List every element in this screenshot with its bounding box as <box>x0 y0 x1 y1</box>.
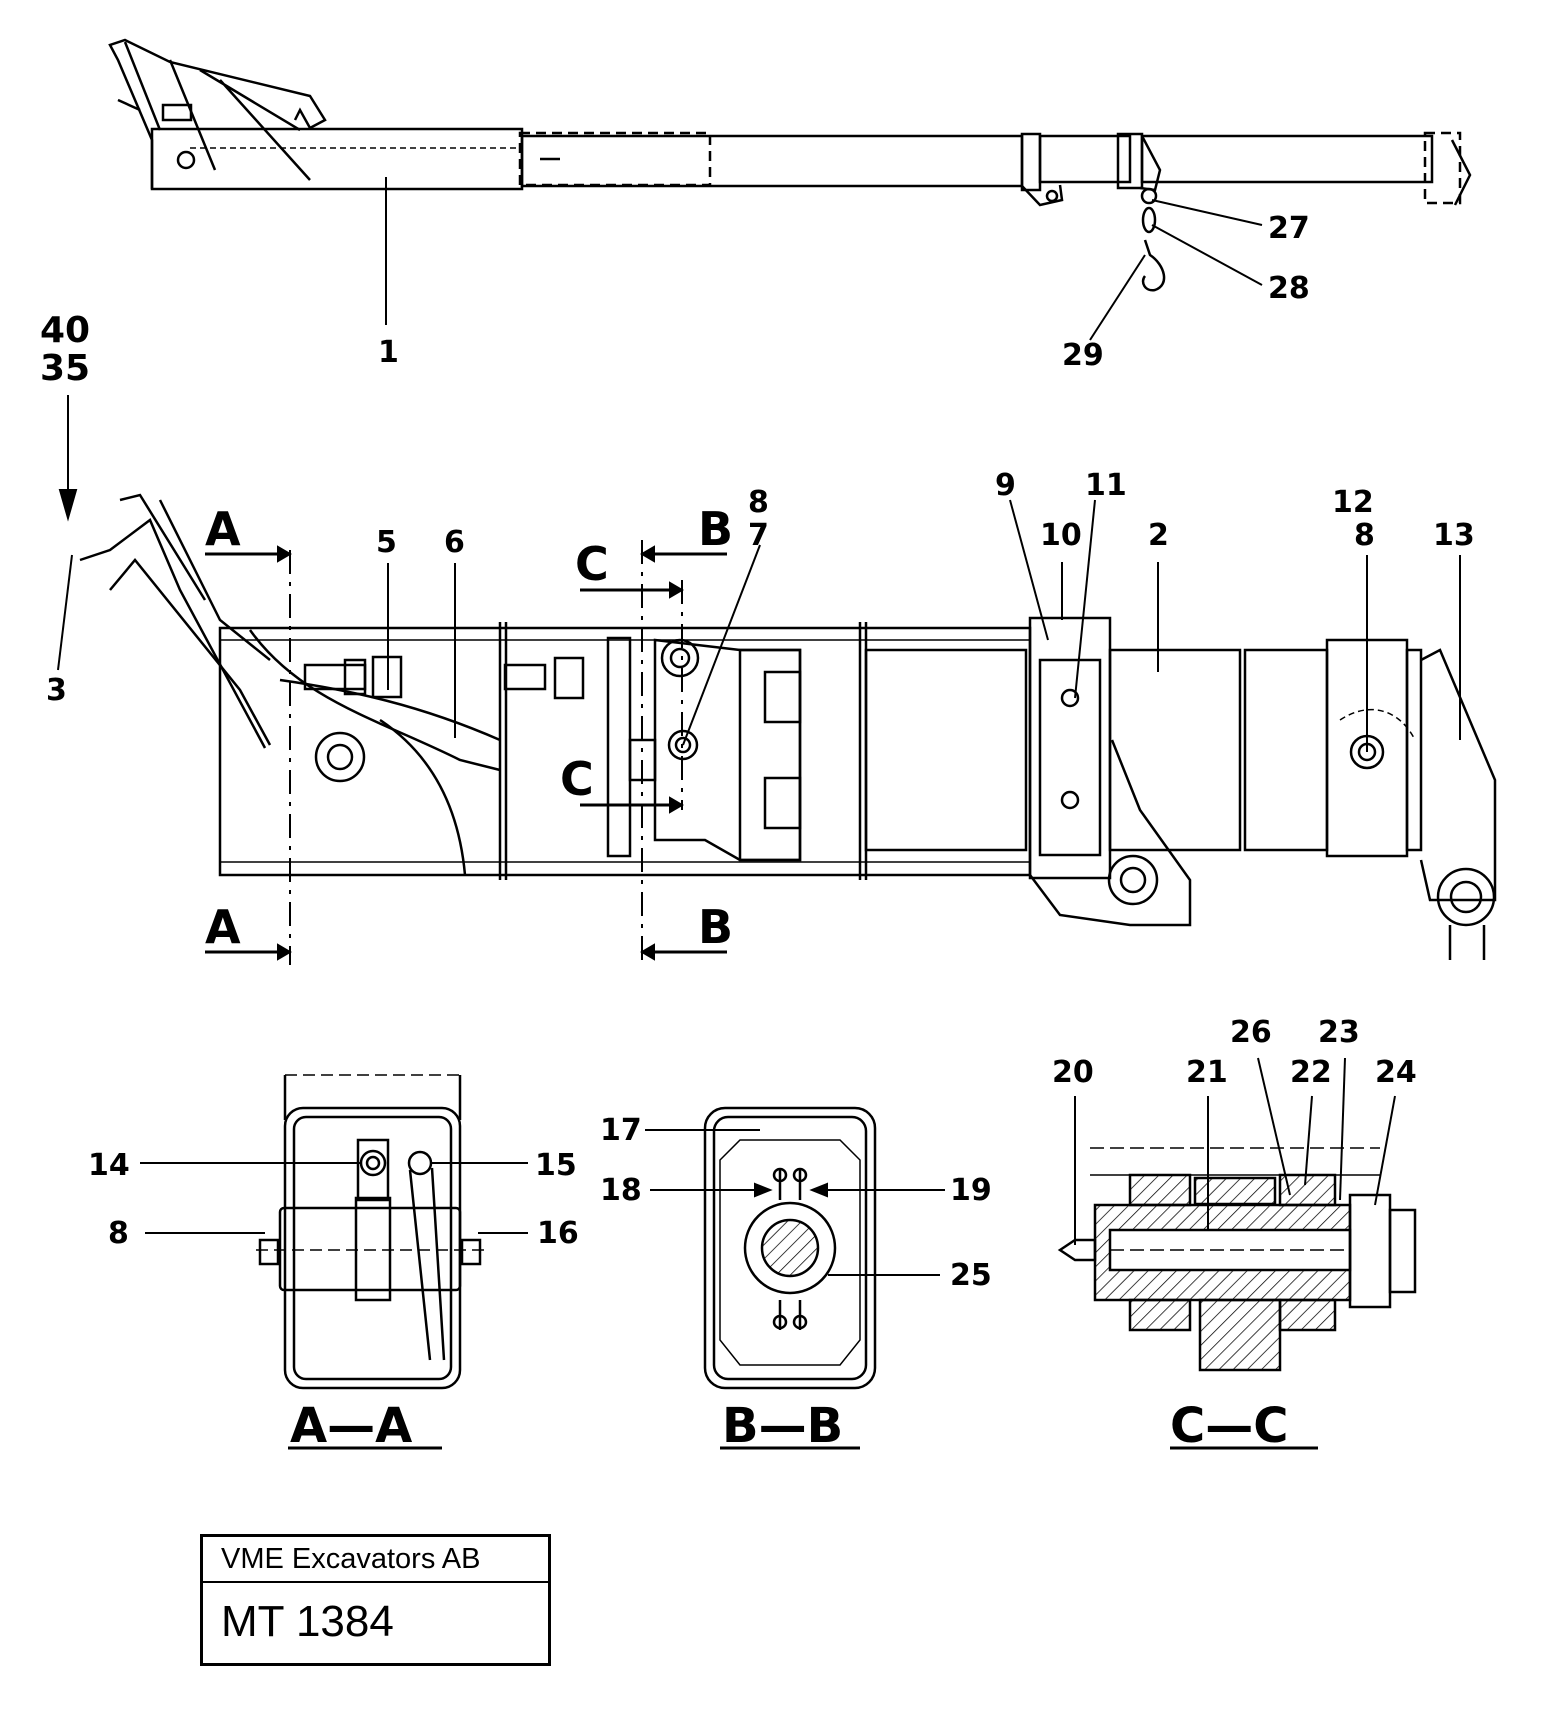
callout-8c: 8 <box>108 1216 129 1251</box>
marker-b-top: B <box>698 502 733 556</box>
callout-20: 20 <box>1052 1055 1094 1090</box>
drawing-number: MT 1384 <box>221 1597 394 1646</box>
callout-9: 9 <box>995 468 1016 503</box>
marker-c-bottom: C <box>560 752 594 806</box>
callout-12: 12 <box>1332 485 1374 520</box>
title-block: VME Excavators AB MT 1384 <box>200 1534 551 1666</box>
callout-27: 27 <box>1268 211 1310 246</box>
callout-22: 22 <box>1290 1055 1332 1090</box>
callout-8a: 8 <box>748 485 769 520</box>
callout-25: 25 <box>950 1258 992 1293</box>
section-cut-lines <box>205 540 727 965</box>
callout-3: 3 <box>46 673 67 708</box>
callout-11: 11 <box>1085 468 1127 503</box>
bb-leaders <box>645 1129 945 1276</box>
callout-15: 15 <box>535 1148 577 1183</box>
section-cc <box>1057 1147 1417 1372</box>
section-bb <box>703 1106 877 1390</box>
marker-a-bottom: A <box>205 900 241 954</box>
callout-8b: 8 <box>1354 518 1375 553</box>
callout-19: 19 <box>950 1173 992 1208</box>
callout-26: 26 <box>1230 1015 1272 1050</box>
callout-1: 1 <box>378 335 399 370</box>
marker-a-top: A <box>205 502 241 556</box>
callout-10: 10 <box>1040 518 1082 553</box>
callout-5: 5 <box>376 525 397 560</box>
section-title-aa: A—A <box>290 1398 412 1454</box>
cc-leaders <box>1074 1057 1396 1245</box>
callout-40: 40 <box>40 310 90 351</box>
callout-6: 6 <box>444 525 465 560</box>
company-name: VME Excavators AB <box>203 1537 548 1583</box>
callout-14: 14 <box>88 1148 130 1183</box>
boom-side-view <box>79 493 1497 960</box>
section-title-bb: B—B <box>722 1398 843 1454</box>
callout-labels: 1 27 28 29 40 35 3 5 6 8 7 9 10 11 2 12 … <box>40 211 1475 1293</box>
boom-overview <box>108 38 1472 292</box>
section-aa <box>256 1074 484 1390</box>
section-titles: A—A B—B C—C <box>290 1398 1288 1454</box>
callout-23: 23 <box>1318 1015 1360 1050</box>
aa-leaders <box>140 1162 528 1234</box>
callout-24: 24 <box>1375 1055 1417 1090</box>
callout-35: 35 <box>40 348 90 389</box>
top-leaders <box>385 177 1263 341</box>
marker-b-bottom: B <box>698 900 733 954</box>
callout-13: 13 <box>1433 518 1475 553</box>
callout-28: 28 <box>1268 271 1310 306</box>
callout-16: 16 <box>537 1216 579 1251</box>
callout-29: 29 <box>1062 338 1104 373</box>
callout-21: 21 <box>1186 1055 1228 1090</box>
section-markers: A A B B C C <box>205 502 733 954</box>
section-title-cc: C—C <box>1170 1398 1288 1454</box>
callout-17: 17 <box>600 1113 642 1148</box>
callout-7: 7 <box>748 518 769 553</box>
callout-2: 2 <box>1148 518 1169 553</box>
marker-c-top: C <box>575 537 609 591</box>
main-leaders <box>57 395 1461 752</box>
callout-18: 18 <box>600 1173 642 1208</box>
